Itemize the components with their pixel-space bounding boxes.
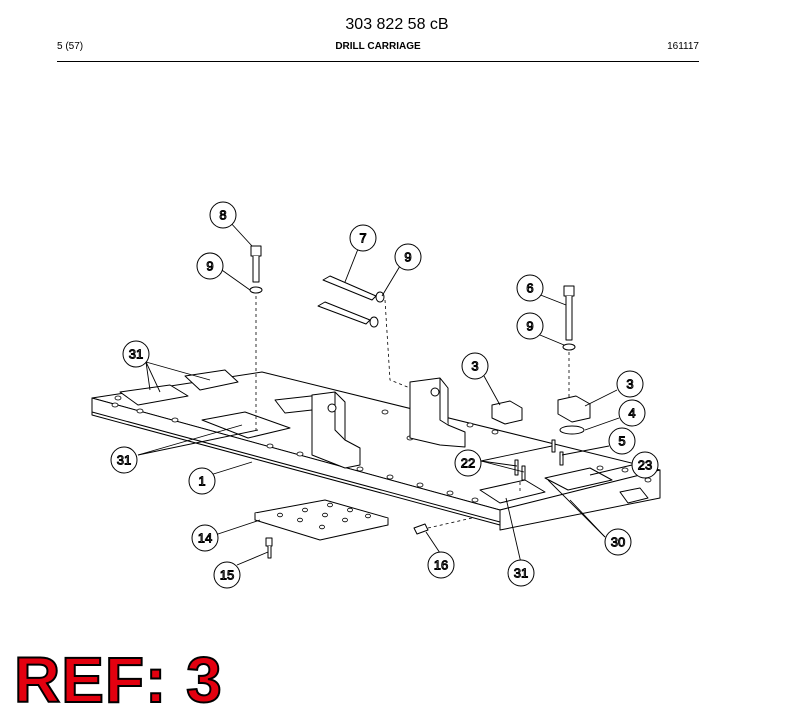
pins-22	[514, 439, 564, 481]
callout-3-right: 3	[616, 370, 644, 398]
svg-text:16: 16	[434, 558, 448, 573]
svg-text:31: 31	[117, 453, 131, 468]
callout-31-top: 31	[122, 340, 150, 368]
callout-31-bottom: 31	[507, 559, 535, 587]
section-title: DRILL CARRIAGE	[335, 41, 421, 52]
callout-5: 5	[608, 427, 636, 455]
svg-text:30: 30	[611, 535, 625, 550]
svg-text:22: 22	[461, 456, 475, 471]
callout-16: 16	[427, 551, 455, 579]
callout-3-left: 3	[461, 352, 489, 380]
callout-15: 15	[213, 561, 241, 589]
svg-text:31: 31	[514, 566, 528, 581]
assembly-lines	[255, 296, 570, 529]
svg-text:23: 23	[638, 458, 652, 473]
date-code: 161117	[667, 41, 699, 52]
callout-23: 23	[631, 451, 659, 479]
svg-text:6: 6	[526, 281, 533, 296]
callout-9-center: 9	[394, 243, 422, 271]
screw-15	[265, 537, 273, 559]
callout-14: 14	[191, 524, 219, 552]
callout-6: 6	[516, 274, 544, 302]
bracket-left	[311, 391, 361, 469]
reference-label: REF: 3	[13, 644, 223, 716]
svg-text:14: 14	[198, 531, 212, 546]
svg-text:9: 9	[526, 319, 533, 334]
plate-14	[254, 499, 389, 541]
page-reference: 5 (57)	[57, 41, 84, 52]
callout-31-left: 31	[110, 446, 138, 474]
callout-7: 7	[349, 224, 377, 252]
svg-text:5: 5	[618, 434, 625, 449]
callout-30: 30	[604, 528, 632, 556]
bolt-8	[249, 245, 263, 294]
callout-9-left: 9	[196, 252, 224, 280]
header-divider	[57, 61, 699, 62]
bolt-6	[562, 285, 576, 351]
callout-8: 8	[209, 201, 237, 229]
callout-4: 4	[618, 399, 646, 427]
carriage-frame	[91, 369, 661, 531]
pin-16	[413, 523, 429, 535]
svg-text:9: 9	[206, 259, 213, 274]
svg-text:15: 15	[220, 568, 234, 583]
svg-text:31: 31	[129, 347, 143, 362]
bolts-7	[317, 275, 385, 328]
document-number: 303 822 58 cB	[345, 16, 449, 33]
svg-text:3: 3	[471, 359, 478, 374]
svg-text:9: 9	[404, 250, 411, 265]
callout-1: 1	[188, 467, 216, 495]
svg-text:1: 1	[198, 474, 205, 489]
spacer-blocks-3	[491, 395, 591, 435]
svg-text:4: 4	[628, 406, 635, 421]
callout-22: 22	[454, 449, 482, 477]
svg-text:3: 3	[626, 377, 633, 392]
bracket-right	[409, 377, 466, 448]
leader-lines	[137, 220, 633, 566]
callout-9-right: 9	[516, 312, 544, 340]
svg-text:7: 7	[359, 231, 366, 246]
svg-text:8: 8	[219, 208, 226, 223]
